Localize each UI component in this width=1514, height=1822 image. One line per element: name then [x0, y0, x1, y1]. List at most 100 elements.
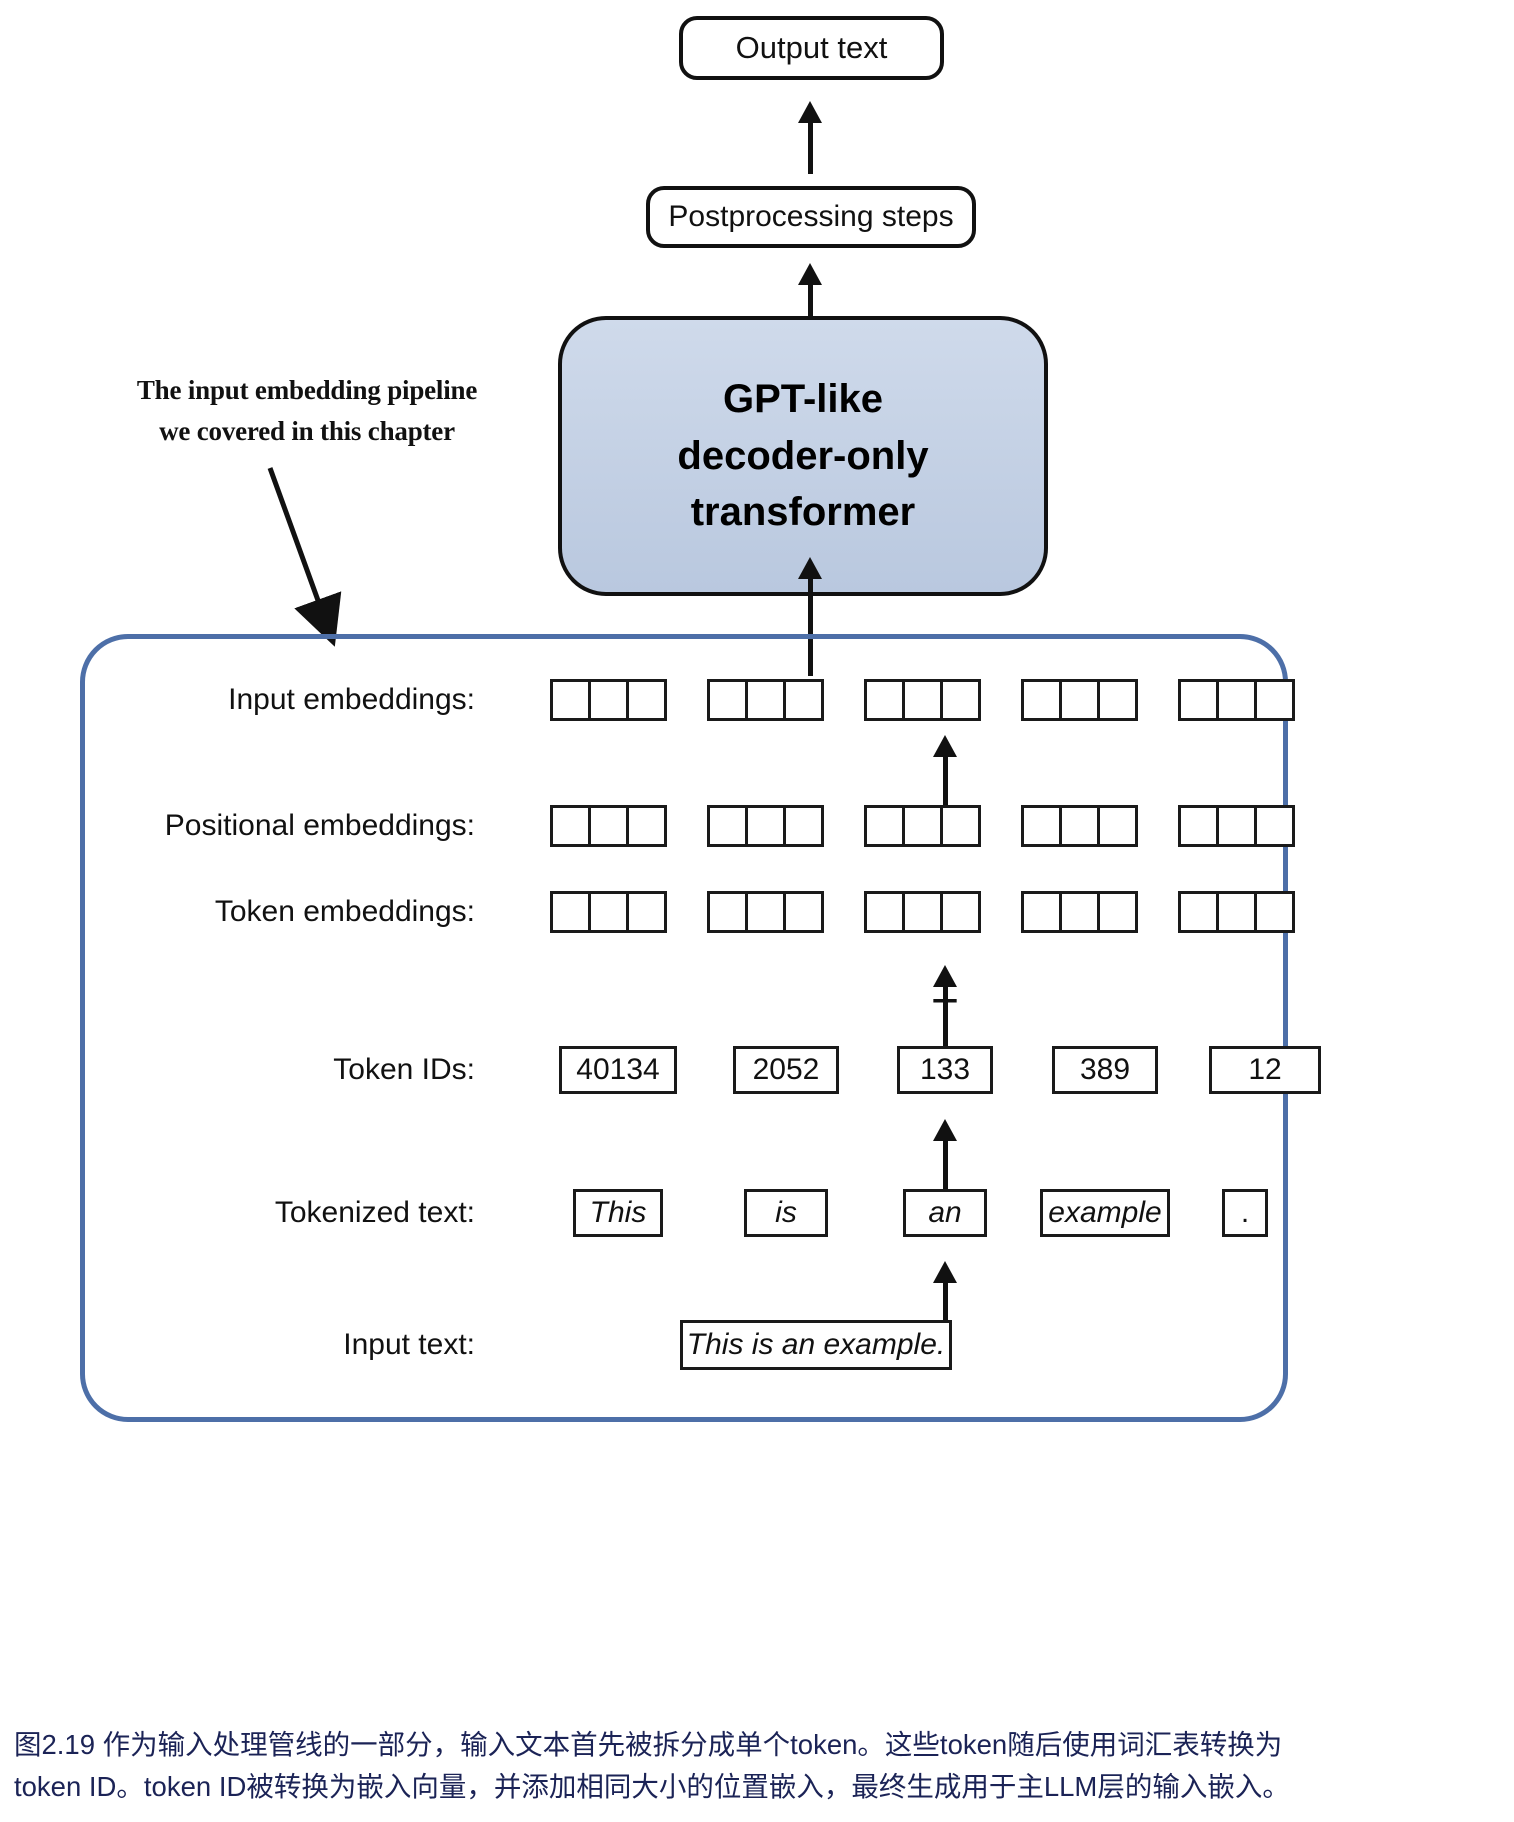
embedding-cell: [1216, 805, 1257, 847]
embedding-cell: [864, 679, 905, 721]
embedding-cell: [864, 891, 905, 933]
embedding-cell: [902, 679, 943, 721]
embedding-cell: [1254, 805, 1295, 847]
embedding-vector: [1021, 679, 1138, 721]
token-id-value: 2052: [752, 1053, 820, 1086]
token-id-value: 133: [919, 1053, 971, 1086]
token-box: This: [573, 1189, 663, 1237]
embedding-cell: [783, 891, 824, 933]
input-embeddings-vectors: [550, 679, 1295, 721]
embedding-cell: [1178, 891, 1219, 933]
embedding-vector: [1178, 805, 1295, 847]
embedding-vector: [707, 679, 824, 721]
tokenized-text-row: This is an example.: [550, 1189, 1268, 1237]
embedding-cell: [707, 805, 748, 847]
embedding-cell: [588, 891, 629, 933]
gpt-transformer-block: GPT-like decoder-only transformer: [558, 316, 1048, 596]
token-value: is: [775, 1196, 797, 1229]
output-text-box: Output text: [679, 16, 944, 80]
embedding-cell: [707, 891, 748, 933]
embedding-cell: [1021, 891, 1062, 933]
row-label-positional-embeddings: Positional embeddings:: [164, 809, 475, 842]
embedding-vector: [1021, 805, 1138, 847]
embedding-cell: [1021, 805, 1062, 847]
embedding-vector-gap: [1135, 679, 1178, 721]
token-id-box: 2052: [733, 1046, 839, 1094]
embedding-cell: [1097, 805, 1138, 847]
embedding-vector-gap: [664, 805, 707, 847]
token-value: .: [1240, 1196, 1250, 1229]
embedding-cell: [1178, 679, 1219, 721]
token-box: example: [1040, 1189, 1170, 1237]
embedding-vector-gap: [664, 891, 707, 933]
embedding-cell: [902, 805, 943, 847]
embedding-vector-gap: [978, 679, 1021, 721]
figure-caption: 图2.19 作为输入处理管线的一部分，输入文本首先被拆分成单个token。这些t…: [14, 1724, 1506, 1808]
embedding-cell: [550, 891, 591, 933]
embedding-cell: [550, 805, 591, 847]
pipeline-annotation-line-1: The input embedding pipeline: [136, 375, 478, 405]
token-box: .: [1222, 1189, 1268, 1237]
embedding-vector-gap: [978, 805, 1021, 847]
embedding-vector: [1178, 679, 1295, 721]
output-text-label: Output text: [735, 30, 888, 65]
embedding-vector-gap: [1135, 891, 1178, 933]
embedding-cell: [588, 805, 629, 847]
embedding-cell: [745, 805, 786, 847]
embedding-cell: [1254, 679, 1295, 721]
row-label-input-embeddings: Input embeddings:: [228, 683, 475, 716]
positional-embeddings-vectors: [550, 805, 1295, 847]
embedding-vector-gap: [821, 891, 864, 933]
embedding-cell: [940, 805, 981, 847]
embedding-cell: [707, 679, 748, 721]
embedding-cell: [1059, 891, 1100, 933]
embedding-cell: [783, 805, 824, 847]
embedding-cell: [902, 891, 943, 933]
embedding-cell: [745, 891, 786, 933]
embedding-cell: [1216, 679, 1257, 721]
row-label-token-ids: Token IDs:: [333, 1053, 475, 1086]
figure-caption-line-1: 图2.19 作为输入处理管线的一部分，输入文本首先被拆分成单个token。这些t…: [14, 1729, 1283, 1760]
embedding-cell: [940, 679, 981, 721]
gpt-block-line-3: transformer: [690, 490, 916, 535]
pipeline-annotation: The input embedding pipeline we covered …: [92, 370, 522, 451]
row-label-input-text: Input text:: [343, 1328, 475, 1361]
row-label-token-embeddings: Token embeddings:: [214, 895, 475, 928]
token-id-box: 389: [1052, 1046, 1158, 1094]
embedding-cell: [1254, 891, 1295, 933]
token-id-box: 12: [1209, 1046, 1321, 1094]
token-embeddings-vectors: [550, 891, 1295, 933]
embedding-cell: [626, 805, 667, 847]
embedding-vector: [864, 805, 981, 847]
postprocessing-steps-label: Postprocessing steps: [668, 200, 954, 233]
input-text-value: This is an example.: [680, 1320, 952, 1370]
gpt-block-line-1: GPT-like: [722, 376, 884, 421]
embedding-cell: [783, 679, 824, 721]
embedding-vector: [864, 891, 981, 933]
embedding-cell: [1021, 679, 1062, 721]
embedding-vector-gap: [978, 891, 1021, 933]
embedding-vector: [550, 805, 667, 847]
embedding-vector: [707, 891, 824, 933]
embedding-cell: [550, 679, 591, 721]
token-id-box: 40134: [559, 1046, 677, 1094]
embedding-cell: [1059, 679, 1100, 721]
token-ids-row: 40134 2052 133 389 12: [550, 1046, 1321, 1094]
token-value: an: [928, 1196, 962, 1229]
embedding-vector: [550, 891, 667, 933]
embedding-cell: [1178, 805, 1219, 847]
token-value: example: [1048, 1196, 1162, 1229]
embedding-cell: [940, 891, 981, 933]
annotation-pointer-arrow: [267, 467, 342, 647]
token-box: is: [744, 1189, 828, 1237]
token-id-value: 389: [1079, 1053, 1131, 1086]
token-id-value: 12: [1248, 1053, 1282, 1086]
embedding-cell: [588, 679, 629, 721]
row-label-tokenized-text: Tokenized text:: [274, 1196, 475, 1229]
figure-caption-line-2: token ID。token ID被转换为嵌入向量，并添加相同大小的位置嵌入，最…: [14, 1770, 1290, 1802]
embedding-vector-gap: [821, 679, 864, 721]
embedding-vector: [1021, 891, 1138, 933]
embedding-vector-gap: [1135, 805, 1178, 847]
token-id-box: 133: [897, 1046, 993, 1094]
